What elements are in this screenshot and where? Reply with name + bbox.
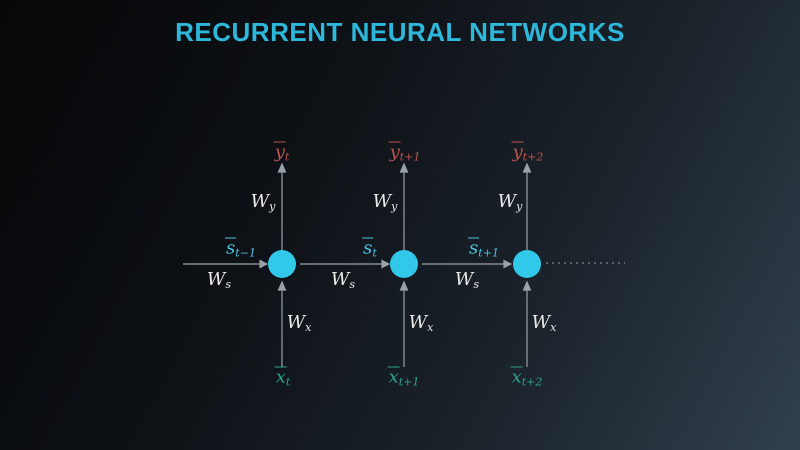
state-arrowhead-in bbox=[259, 259, 269, 269]
rnn-node-1 bbox=[268, 250, 296, 278]
output-label: yt+2 bbox=[511, 141, 544, 164]
weight-wx-label: Wx bbox=[531, 312, 557, 334]
input-arrowhead-3 bbox=[522, 280, 532, 291]
output-arrowhead-3 bbox=[522, 162, 532, 173]
weight-ws-label: Ws bbox=[330, 269, 356, 291]
output-arrowhead-1 bbox=[277, 162, 287, 173]
weight-wx-label: Wx bbox=[286, 312, 312, 334]
weight-wy-label: Wy bbox=[497, 191, 523, 213]
state-arrowhead-1 bbox=[381, 259, 391, 269]
weight-wy-label: Wy bbox=[250, 191, 276, 213]
input-arrowhead-1 bbox=[277, 280, 287, 291]
input-arrowhead-2 bbox=[399, 280, 409, 291]
rnn-node-3 bbox=[513, 250, 541, 278]
output-label: yt bbox=[273, 141, 290, 164]
weight-ws-label: Ws bbox=[206, 269, 232, 291]
state-label: st−1 bbox=[225, 237, 256, 260]
rnn-node-2 bbox=[390, 250, 418, 278]
output-arrowhead-2 bbox=[399, 162, 409, 173]
output-sub: t bbox=[284, 150, 290, 164]
weight-ws-label: Ws bbox=[454, 269, 480, 291]
state-label: st bbox=[362, 237, 377, 260]
output-label: yt+1 bbox=[388, 141, 421, 164]
weight-wx-label: Wx bbox=[408, 312, 434, 334]
input-label: xt+1 bbox=[387, 366, 420, 389]
input-label: xt bbox=[274, 366, 291, 389]
input-label: xt+2 bbox=[510, 366, 543, 389]
state-arrowhead-2 bbox=[503, 259, 513, 269]
output-base: y bbox=[273, 141, 287, 163]
slide-title: RECURRENT NEURAL NETWORKS bbox=[175, 17, 625, 47]
weight-wy-label: Wy bbox=[372, 191, 398, 213]
state-label: st+1 bbox=[468, 237, 499, 260]
